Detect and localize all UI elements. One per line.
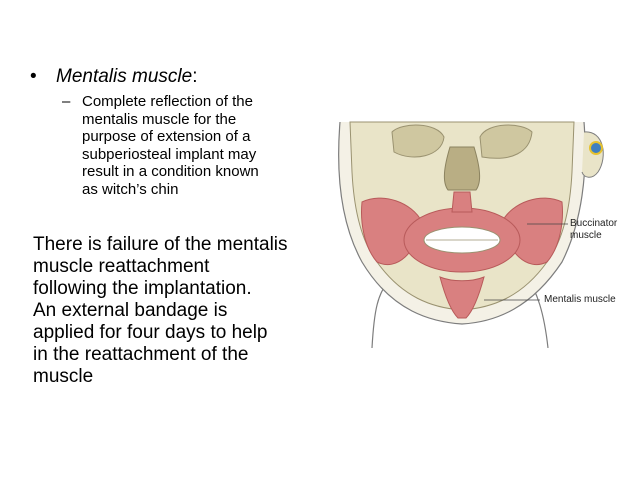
label-mentalis: Mentalis muscle — [544, 294, 616, 305]
sub-bullet-line: as witch’s chin — [82, 180, 179, 198]
paragraph-line: muscle — [33, 366, 94, 387]
label-buccinator-line1: Buccinator — [570, 218, 618, 229]
paragraph-line: in the reattachment of the — [33, 344, 249, 365]
sub-bullet-line: mentalis muscle for the — [82, 110, 237, 128]
paragraph-line: following the implantation. — [33, 278, 252, 299]
logo-icon — [589, 141, 603, 155]
anatomy-illustration: Buccinator muscle Mentalis muscle — [322, 112, 638, 349]
bullet-symbol: • — [30, 66, 37, 87]
sub-bullet-line: purpose of extension of a — [82, 128, 251, 145]
paragraph-line: muscle reattachment — [33, 256, 210, 277]
sub-bullet-symbol: – — [62, 93, 71, 110]
sub-bullet-line: result in a condition known — [82, 163, 259, 180]
ear — [581, 131, 604, 178]
left-eye-socket — [391, 124, 445, 158]
bullet-heading: • Mentalis muscle: — [30, 66, 198, 88]
face-muscle-diagram — [338, 121, 604, 349]
right-eye-socket — [479, 124, 533, 159]
body-paragraph: There is failure of the mentalis muscle … — [33, 234, 348, 388]
bullet-suffix: : — [192, 66, 198, 87]
label-buccinator-line2: muscle — [570, 230, 602, 241]
paragraph-line: An external bandage is — [33, 300, 228, 321]
mentalis-muscle — [439, 276, 485, 319]
paragraph-line: There is failure of the mentalis — [33, 234, 288, 255]
sub-bullet-line: subperiosteal implant may — [82, 145, 257, 163]
nasal-cavity — [443, 146, 481, 191]
sub-bullet-text: Complete reflection of the mentalis musc… — [82, 93, 314, 198]
upper-lip-muscle — [451, 191, 473, 213]
bullet-title: Mentalis muscle — [56, 66, 193, 87]
sub-bullet-line: Complete reflection of the — [82, 93, 253, 110]
paragraph-line: applied for four days to help — [33, 322, 268, 343]
